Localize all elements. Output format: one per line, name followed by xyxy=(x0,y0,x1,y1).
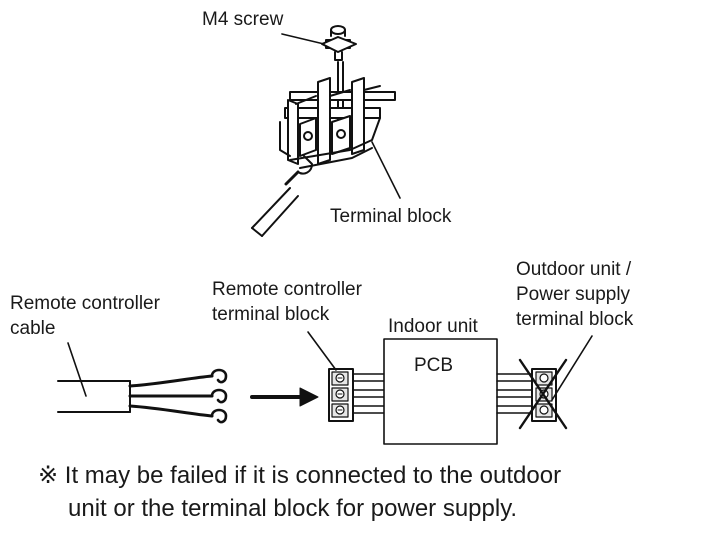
m4-screw-label: M4 screw xyxy=(202,9,284,30)
pcb-right-wires xyxy=(496,373,533,414)
pcb-box xyxy=(383,338,498,445)
remote-cable-label-line1: Remote controller xyxy=(10,293,160,314)
indoor-unit-label: Indoor unit xyxy=(388,316,478,337)
warning-note-line2: unit or the terminal block for power sup… xyxy=(68,495,518,522)
pcb-left-wires xyxy=(352,373,385,414)
warning-note-line1: ※ It may be failed if it is connected to… xyxy=(38,462,562,489)
terminal-block-icon xyxy=(279,77,396,169)
remote-cable-leader xyxy=(67,342,87,397)
remote-terminal-label-line2: terminal block xyxy=(212,304,330,325)
outdoor-label-line2: Power supply xyxy=(516,284,631,305)
cable-icon xyxy=(251,155,313,237)
arrow-right-icon xyxy=(250,387,319,407)
terminal-block-leader xyxy=(371,141,401,199)
remote-terminal-label-line1: Remote controller xyxy=(212,279,362,300)
outdoor-terminal-leader xyxy=(551,335,593,401)
pcb-label: PCB xyxy=(414,355,454,376)
remote-terminal-leader xyxy=(307,331,337,371)
m4-screw-leader xyxy=(281,33,325,45)
remote-terminal-block-icon xyxy=(328,368,354,422)
terminal-block-label: Terminal block xyxy=(330,206,452,227)
outdoor-label-line1: Outdoor unit / xyxy=(516,259,632,280)
prohibited-x-icon xyxy=(518,358,568,430)
remote-cable-icon xyxy=(57,368,228,424)
remote-cable-label-line2: cable xyxy=(10,318,56,339)
outdoor-label-line3: terminal block xyxy=(516,309,634,330)
